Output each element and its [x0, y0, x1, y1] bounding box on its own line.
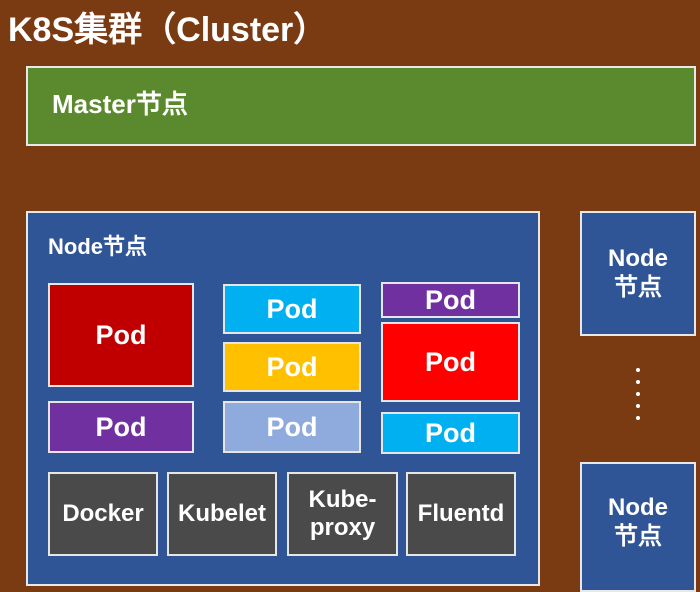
node-main-label: Node节点: [48, 234, 148, 259]
node-side-2: Node 节点: [580, 462, 696, 592]
pod-cyan-1: Pod: [223, 284, 361, 334]
ellipsis-dot: [636, 380, 640, 384]
ellipsis-dot: [636, 368, 640, 372]
ellipsis-dot: [636, 392, 640, 396]
node-side-1-line2: 节点: [614, 273, 662, 301]
pod-purple-1: Pod: [48, 401, 194, 453]
pod-yellow: Pod: [223, 342, 361, 392]
more-nodes-ellipsis: [634, 368, 642, 420]
component-kube-proxy-line2: proxy: [309, 514, 376, 541]
cluster-title: K8S集群（Cluster）: [8, 11, 328, 49]
node-side-2-line2: 节点: [614, 522, 662, 550]
pod-light-blue: Pod: [223, 401, 361, 453]
node-side-2-line1: Node: [608, 494, 668, 521]
pod-red-dark: Pod: [48, 283, 194, 387]
ellipsis-dot: [636, 416, 640, 420]
component-fluentd: Fluentd: [406, 472, 516, 556]
master-node: [26, 66, 696, 146]
node-side-1: Node 节点: [580, 211, 696, 336]
component-kube-proxy-line1: Kube-: [308, 486, 377, 514]
pod-cyan-2: Pod: [381, 412, 520, 454]
component-kube-proxy: Kube- proxy: [287, 472, 398, 556]
component-kubelet: Kubelet: [167, 472, 277, 556]
component-docker: Docker: [48, 472, 158, 556]
node-main: Node节点 Pod Pod Pod Pod Pod Pod Pod Pod D…: [26, 211, 540, 586]
master-node-label: Master节点: [52, 89, 188, 119]
pod-purple-2: Pod: [381, 282, 520, 318]
pod-red-bright: Pod: [381, 322, 520, 402]
node-side-1-line1: Node: [608, 244, 668, 272]
ellipsis-dot: [636, 404, 640, 408]
